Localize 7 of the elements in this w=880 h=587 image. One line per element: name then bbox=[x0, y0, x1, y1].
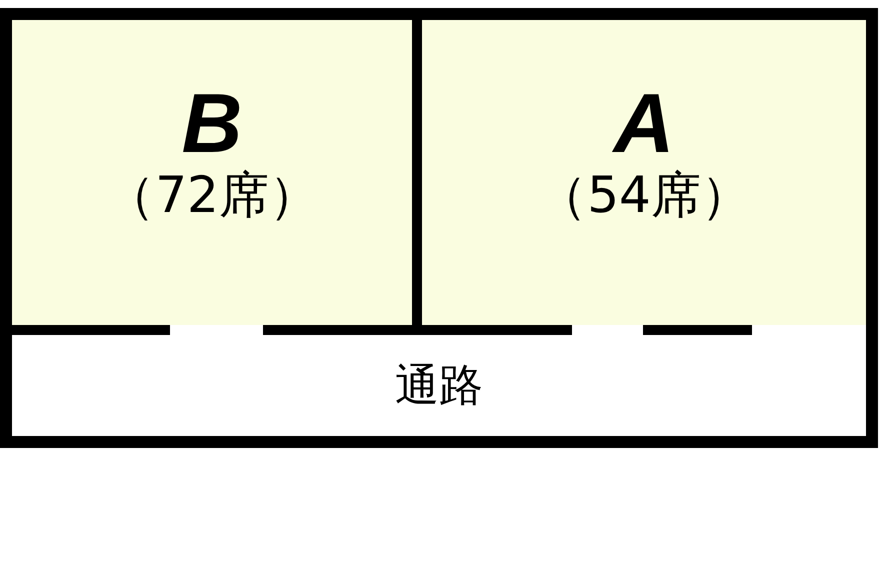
room-area bbox=[422, 20, 866, 325]
corridor-label: 通路 bbox=[395, 359, 483, 413]
room-area bbox=[12, 20, 412, 325]
room-letter: B bbox=[182, 80, 242, 164]
seat-count: （72席） bbox=[105, 164, 319, 224]
room-letter: A bbox=[614, 80, 674, 164]
seat-count: （54席） bbox=[537, 164, 751, 224]
